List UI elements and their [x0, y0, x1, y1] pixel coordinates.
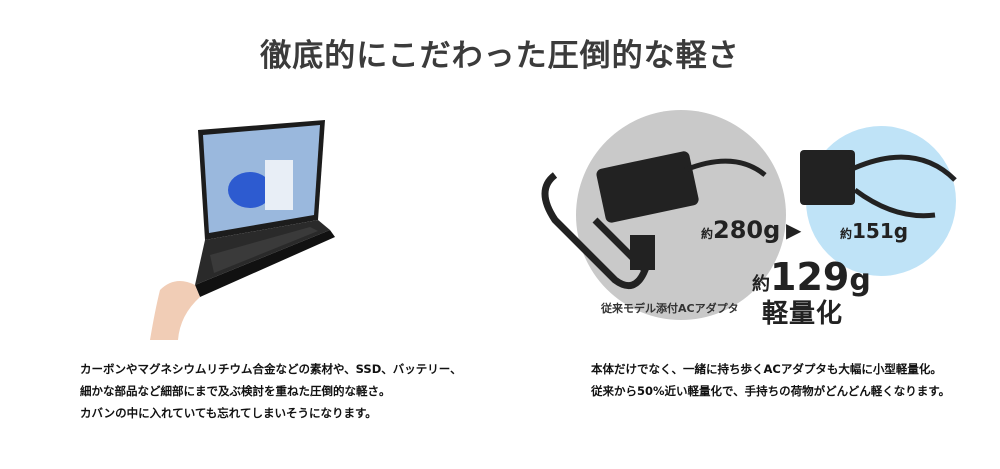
description-line: 従来から50%近い軽量化で、手持ちの荷物がどんどん軽くなります。	[591, 384, 951, 398]
old-ac-adapter-image	[541, 151, 767, 290]
description-line: 本体だけでなく、一緒に持ち歩くACアダプタも大幅に小型軽量化。	[591, 362, 942, 376]
laptop-description: カーボンやマグネシウムリチウム合金などの素材や、SSD、バッテリー、 細かな部品…	[80, 358, 462, 424]
description-line: カーボンやマグネシウムリチウム合金などの素材や、SSD、バッテリー、	[80, 362, 462, 376]
weight-reduction-label: 軽量化	[762, 299, 844, 329]
description-line: カバンの中に入れていても忘れてしまいそうになります。	[80, 406, 377, 420]
laptop-image	[150, 120, 335, 340]
adapter-description: 本体だけでなく、一緒に持ち歩くACアダプタも大幅に小型軽量化。 従来から50%近…	[591, 358, 950, 402]
page-title: 徹底的にこだわった圧倒的な軽さ	[260, 38, 740, 74]
old-weight: 約280g	[701, 216, 781, 244]
old-adapter-caption: 従来モデル添付ACアダプタ	[601, 302, 739, 315]
weight-reduction: 約129g	[752, 255, 871, 299]
arrow-right-icon: ▶	[786, 218, 802, 242]
new-weight: 約151g	[840, 219, 909, 243]
description-line: 細かな部品など細部にまで及ぶ検討を重ねた圧倒的な軽さ。	[80, 384, 391, 398]
new-ac-adapter-image	[800, 150, 957, 219]
